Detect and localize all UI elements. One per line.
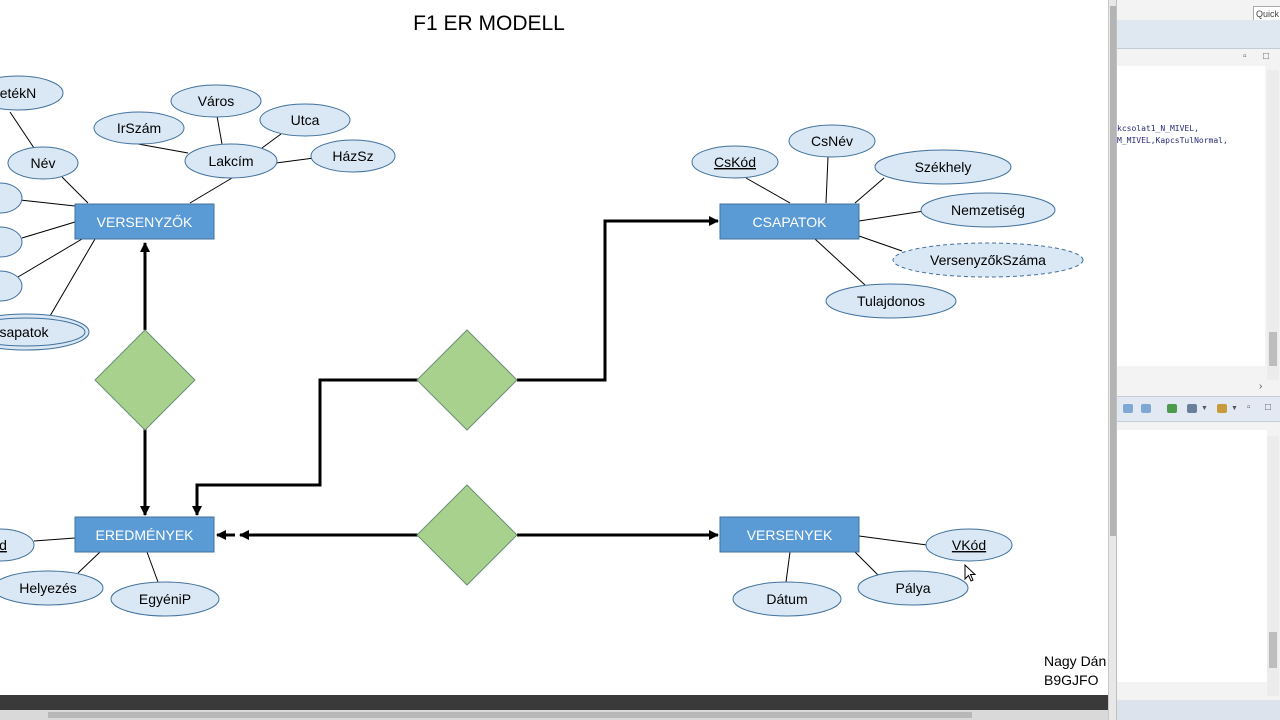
toolbar-button-icon[interactable] <box>1123 404 1133 413</box>
code-line: M_MIVEL,KapcsTulNormal, <box>1117 136 1228 145</box>
svg-text:Lakcím: Lakcím <box>208 153 253 169</box>
chevron-right-icon[interactable]: › <box>1259 381 1263 392</box>
svg-text:CSAPATOK: CSAPATOK <box>753 214 828 230</box>
toolbar-button-icon[interactable] <box>1187 404 1197 413</box>
ide-toolbar <box>1117 20 1280 49</box>
attribute-nemzetiseg: Nemzetiség <box>920 192 1056 228</box>
svg-text:EgyéniP: EgyéniP <box>139 591 191 607</box>
svg-text:etékN: etékN <box>0 85 36 101</box>
svg-text:HázSz: HázSz <box>332 148 373 164</box>
entities: VERSENYZŐK CSAPATOK EREDMÉNYEK VERSENYEK <box>74 203 860 553</box>
author-name: Nagy Dán <box>1044 653 1106 669</box>
svg-text:Város: Város <box>198 93 235 109</box>
svg-text:Pálya: Pálya <box>895 580 930 596</box>
mouse-cursor-icon <box>964 563 977 582</box>
entity-versenyek: VERSENYEK <box>719 516 860 553</box>
svg-text:VERSENYEK: VERSENYEK <box>747 527 833 543</box>
dropdown-arrow-icon[interactable]: ▼ <box>1231 405 1238 412</box>
relationship-eredmenyek-versenyek <box>416 484 518 586</box>
svg-text:Dátum: Dátum <box>766 591 807 607</box>
attribute-nev: Név <box>7 146 79 180</box>
attribute-irszam: IrSzám <box>93 111 185 145</box>
attribute-datum: Dátum <box>732 581 842 617</box>
attribute-versenyzokszama-derived: VersenyzőkSzáma <box>892 242 1084 278</box>
attribute-tulajdonos: Tulajdonos <box>825 283 957 319</box>
ide-panel: Quick ▫ □ kcsolat1_N_MIVEL, M_MIVEL,Kapc… <box>1116 0 1280 720</box>
attribute-varos: Város <box>170 84 262 118</box>
diagram-canvas: etékN Név IrSzám Város Lakcím Utca <box>0 12 1107 688</box>
attribute-utca: Utca <box>259 103 351 137</box>
maximize-icon[interactable]: □ <box>1263 51 1270 62</box>
attribute-versenyzo-2 <box>0 226 23 258</box>
svg-text:Utca: Utca <box>291 112 320 128</box>
attribute-lines <box>9 111 928 583</box>
dropdown-arrow-icon[interactable]: ▼ <box>1201 405 1208 412</box>
ide-status-bar <box>1117 700 1280 720</box>
attribute-versenyzo-3 <box>0 270 23 302</box>
svg-text:Székhely: Székhely <box>915 159 972 175</box>
ide-view-toolbar: ▼ ▼ ▫ □ <box>1117 396 1280 422</box>
relationship-connectors <box>140 216 719 540</box>
svg-text:Név: Név <box>31 155 56 171</box>
diagram-title: F1 ER MODELL <box>413 12 565 35</box>
code-editor[interactable]: kcsolat1_N_MIVEL, M_MIVEL,KapcsTulNormal… <box>1117 66 1265 366</box>
attribute-egyenip: EgyéniP <box>110 581 220 617</box>
svg-text:VersenyzőkSzáma: VersenyzőkSzáma <box>930 252 1046 268</box>
svg-text:IrSzám: IrSzám <box>117 120 161 136</box>
entity-versenyzok: VERSENYZŐK <box>74 203 215 240</box>
canvas-vertical-scrollbar[interactable] <box>1108 0 1117 720</box>
attributes: etékN Név IrSzám Város Lakcím Utca <box>0 75 1084 617</box>
relationships <box>94 329 518 586</box>
toolbar-button-icon[interactable] <box>1141 404 1151 413</box>
author-code: B9GJFO <box>1044 672 1099 688</box>
entity-eredmenyek: EREDMÉNYEK <box>74 516 215 553</box>
svg-text:d: d <box>0 537 7 553</box>
attribute-eredmeny-kod: d <box>0 528 35 562</box>
toolbar-button-icon[interactable] <box>1217 404 1227 413</box>
svg-text:EREDMÉNYEK: EREDMÉNYEK <box>95 527 194 543</box>
editor-vertical-scrollbar[interactable] <box>1267 70 1279 380</box>
console-view[interactable] <box>1117 430 1267 682</box>
svg-text:Nemzetiség: Nemzetiség <box>951 202 1025 218</box>
code-line: kcsolat1_N_MIVEL, <box>1117 124 1199 133</box>
attribute-lakcim: Lakcím <box>184 143 278 179</box>
svg-text:VKód: VKód <box>952 537 986 553</box>
editor-scroll-thumb[interactable] <box>1269 332 1277 366</box>
toolbar-button-icon[interactable] <box>1167 404 1177 413</box>
attribute-helyezes: Helyezés <box>0 570 104 606</box>
svg-text:CsKód: CsKód <box>714 154 756 170</box>
svg-text:VERSENYZŐK: VERSENYZŐK <box>97 214 193 230</box>
attribute-cskod: CsKód <box>691 145 779 179</box>
attribute-vkod: VKód <box>925 528 1013 562</box>
svg-text:CsNév: CsNév <box>811 133 853 149</box>
canvas-horizontal-scrollbar[interactable] <box>0 710 1108 720</box>
relationship-eredmenyek-csapatok <box>416 329 518 431</box>
minimize-icon[interactable]: ▫ <box>1247 402 1251 413</box>
svg-text:Tulajdonos: Tulajdonos <box>857 293 925 309</box>
console-scroll-thumb[interactable] <box>1269 632 1277 668</box>
attribute-csnev: CsNév <box>788 124 876 158</box>
er-diagram: etékN Név IrSzám Város Lakcím Utca <box>0 12 1106 688</box>
minimize-icon[interactable]: ▫ <box>1243 51 1247 62</box>
entity-csapatok: CSAPATOK <box>719 203 860 240</box>
canvas-vertical-scroll-thumb[interactable] <box>1110 6 1116 536</box>
console-vertical-scrollbar[interactable] <box>1267 436 1279 696</box>
attribute-szekhely: Székhely <box>874 149 1012 185</box>
canvas-horizontal-scroll-thumb[interactable] <box>48 712 972 718</box>
svg-text:Helyezés: Helyezés <box>19 580 77 596</box>
attribute-csapatok-multivalued: sapatok <box>0 313 90 351</box>
relationship-versenyzok-eredmenyek <box>94 329 196 431</box>
attribute-hazsz: HázSz <box>310 139 396 173</box>
attribute-versenyzo-1 <box>0 182 23 214</box>
svg-text:sapatok: sapatok <box>0 324 50 340</box>
maximize-icon[interactable]: □ <box>1265 402 1272 413</box>
attribute-palya: Pálya <box>857 570 969 606</box>
attribute-etekn: etékN <box>0 75 64 111</box>
